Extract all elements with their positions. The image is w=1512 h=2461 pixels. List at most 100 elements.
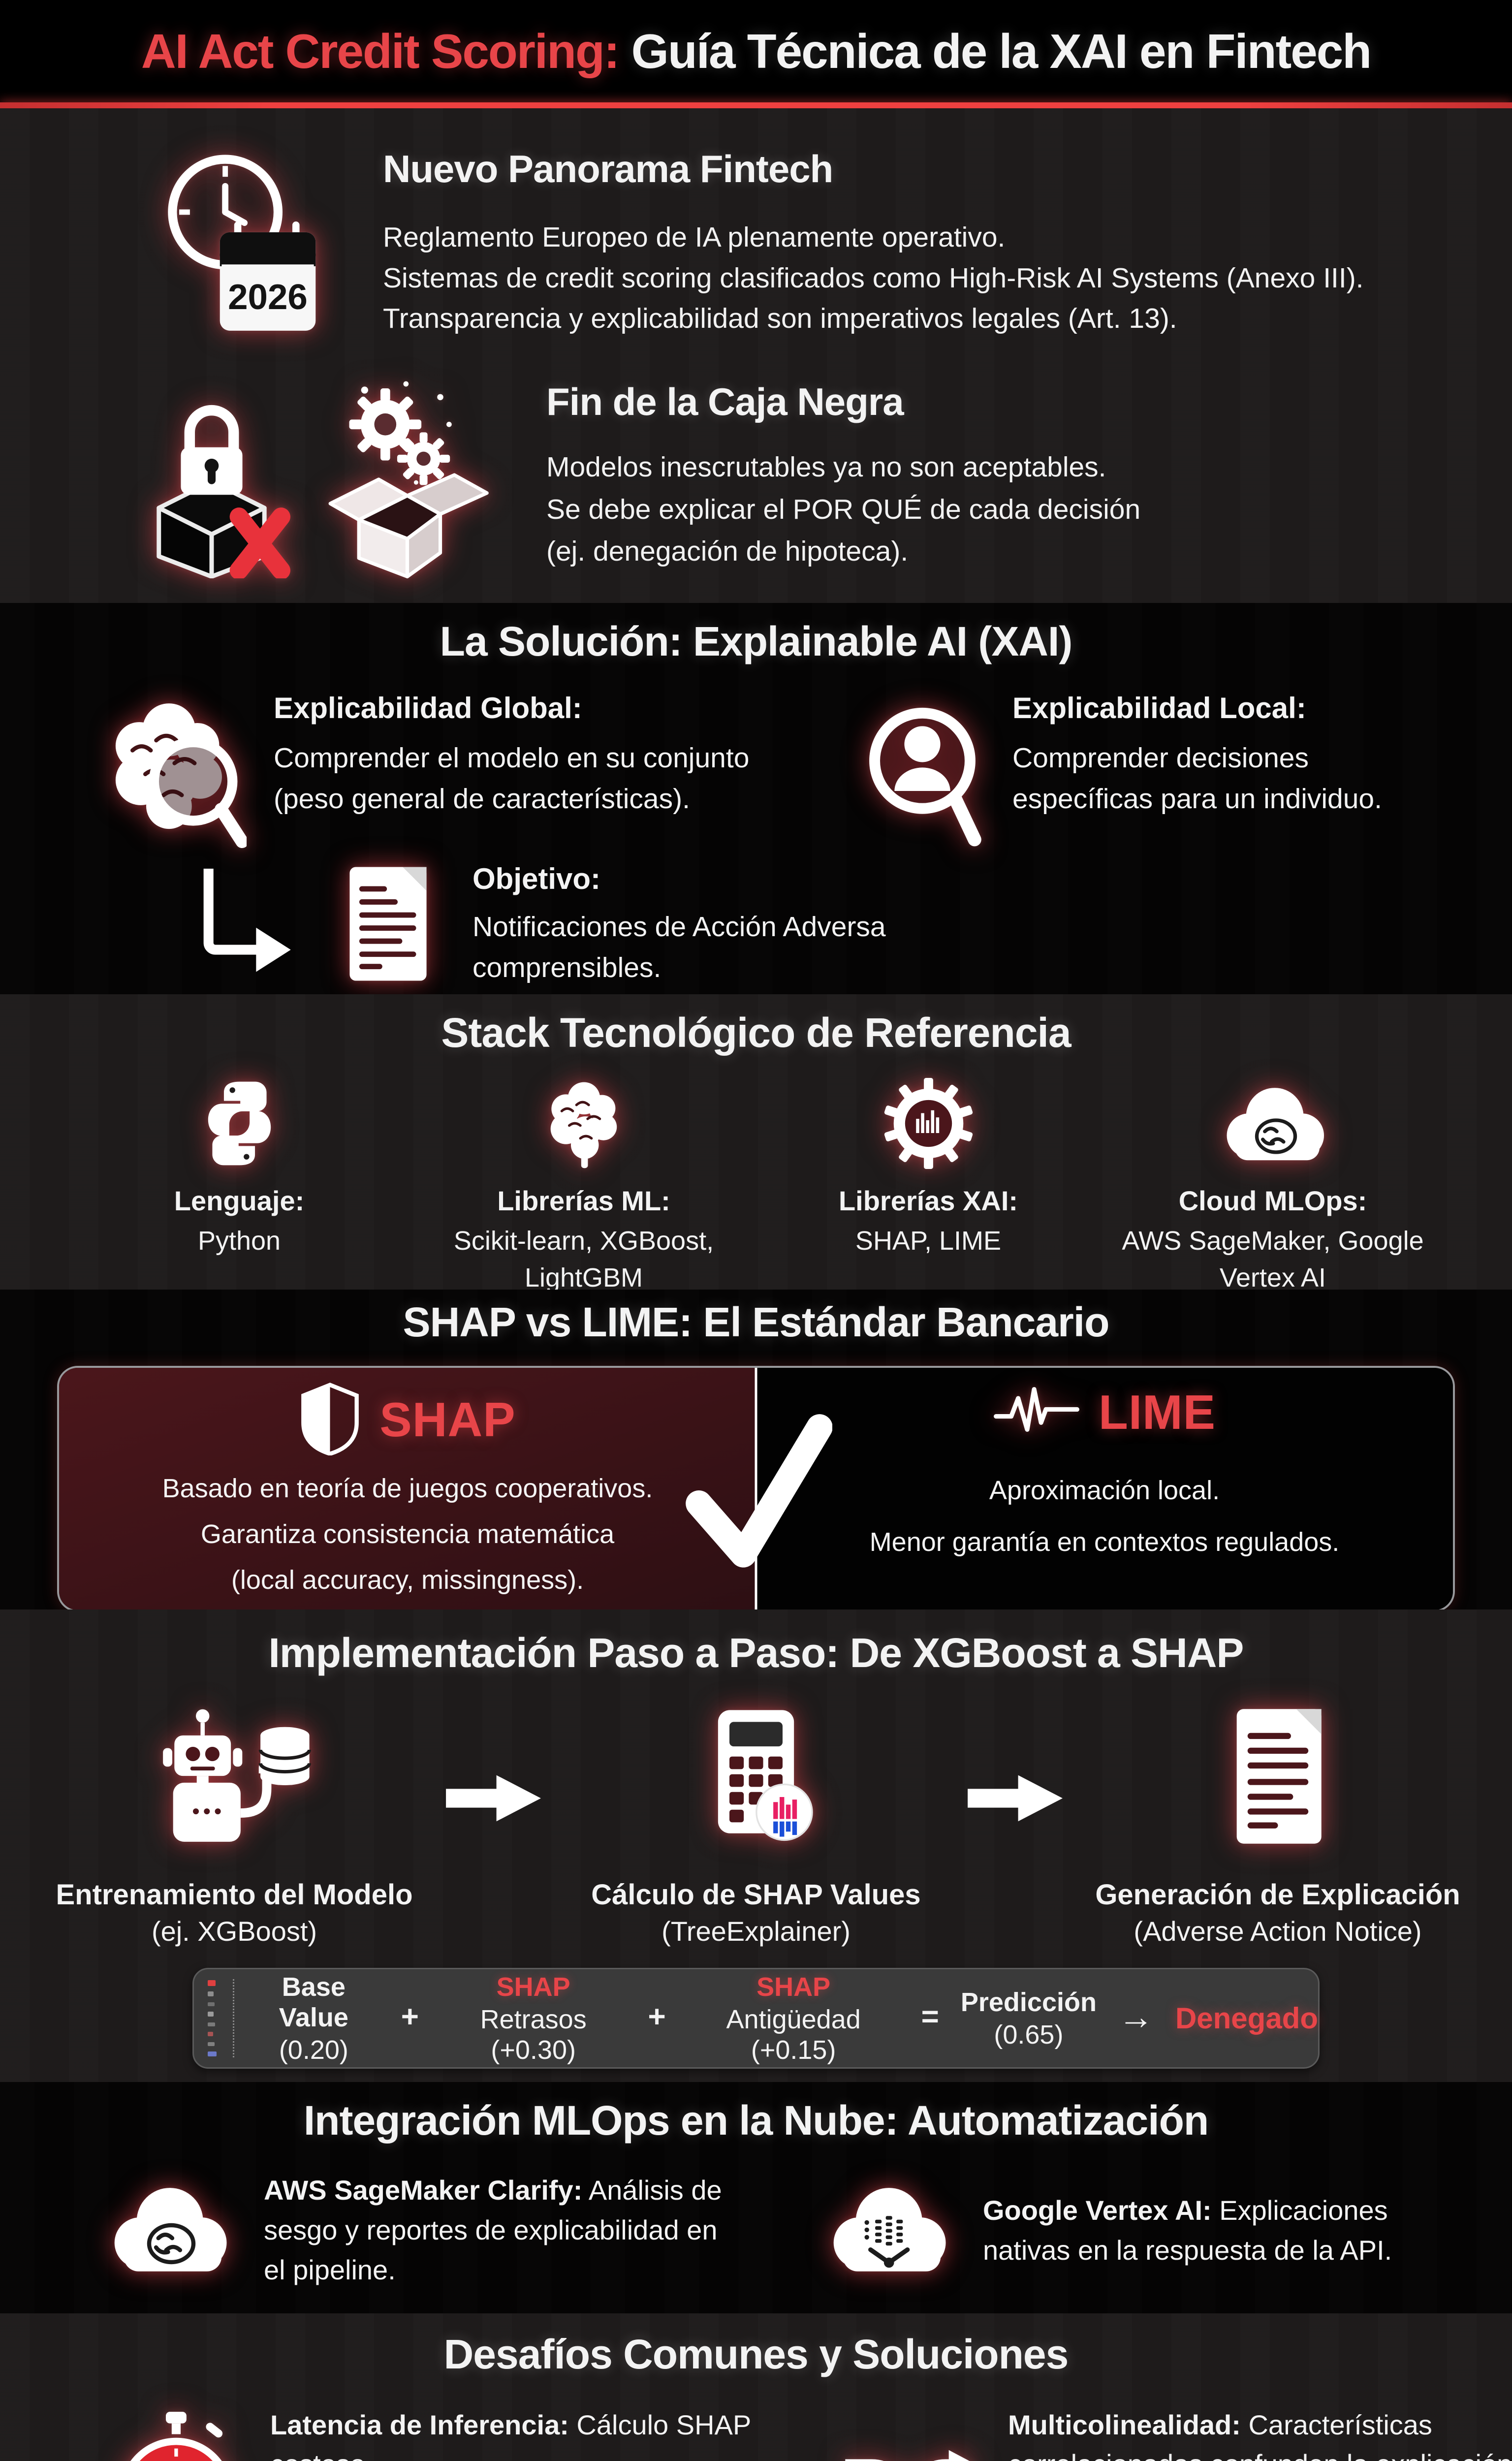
- formula-shap1: SHAP Retrasos (+0.30): [480, 1972, 587, 2065]
- arrow-right-icon: [446, 1764, 544, 1835]
- shap-lime-panel: SHAP Basado en teoría de juegos cooperat…: [57, 1366, 1455, 1609]
- section-mlops: Integración MLOps en la Nube: Automatiza…: [0, 2082, 1512, 2313]
- step-subtitle: (ej. XGBoost): [151, 1916, 317, 1947]
- mlops-heading: Integración MLOps en la Nube: Automatiza…: [303, 2097, 1209, 2144]
- shield-icon: [299, 1382, 361, 1458]
- stopwatch-icon: [111, 2405, 241, 2461]
- adverse-action-document-icon: [338, 862, 438, 988]
- local-title: Explicabilidad Local:: [1012, 692, 1306, 725]
- open-box-gears-icon: [313, 372, 502, 581]
- multicolinealidad-paragraph: Multicolinealidad: Características corre…: [1008, 2409, 1512, 2461]
- shap-panel: SHAP Basado en teoría de juegos cooperat…: [59, 1368, 756, 1609]
- step-title: Cálculo de SHAP Values: [591, 1879, 921, 1911]
- step-title: Generación de Explicación: [1095, 1879, 1460, 1911]
- vertex-text: Explicaciones nativas en la respuesta de…: [983, 2194, 1392, 2266]
- page-title: AI Act Credit Scoring: Guía Técnica de l…: [141, 24, 1372, 79]
- stack-item-python: Lenguaje: Python: [67, 1075, 411, 1290]
- step-calculo: Cálculo de SHAP Values (TreeExplainer): [544, 1703, 968, 1947]
- objetivo-line: Notificaciones de Acción Adversa: [472, 911, 886, 943]
- python-icon: [201, 1075, 278, 1174]
- page-title-rest: Guía Técnica de la XAI en Fintech: [631, 24, 1372, 78]
- objetivo-line: comprensibles.: [472, 951, 662, 983]
- local-line: específicas para un individuo.: [1012, 783, 1382, 815]
- panorama-line: Reglamento Europeo de IA plenamente oper…: [383, 221, 1006, 253]
- step-subtitle: (Adverse Action Notice): [1134, 1916, 1422, 1947]
- page-title-accent: AI Act Credit Scoring:: [141, 24, 631, 78]
- stack-item-value: SHAP, LIME: [855, 1226, 1002, 1256]
- plus-sign: +: [401, 2000, 419, 2034]
- shap-line: Ideal para auditorías.: [59, 1603, 756, 1609]
- formula-result: Denegado: [1175, 2002, 1318, 2035]
- header: AI Act Credit Scoring: Guía Técnica de l…: [0, 0, 1512, 102]
- shap-line: Garantiza consistencia matemática: [200, 1519, 615, 1549]
- implementacion-heading: Implementación Paso a Paso: De XGBoost a…: [268, 1630, 1244, 1676]
- step-generacion: Generación de Explicación (Adverse Actio…: [1066, 1703, 1489, 1947]
- red-divider-top: [0, 102, 1512, 108]
- stack-item-cloud: Cloud MLOps: AWS SageMaker, Google Verte…: [1101, 1075, 1445, 1290]
- formula-shap2: SHAP Antigüedad (+0.15): [726, 1972, 861, 2065]
- calendar-year-label: 2026: [228, 277, 308, 317]
- caja-negra-line: Modelos inescrutables ya no son aceptabl…: [546, 451, 1106, 483]
- global-line: (peso general de características).: [274, 783, 690, 815]
- objetivo-title: Objetivo:: [472, 862, 601, 895]
- section-solucion: La Solución: Explainable AI (XAI): [0, 603, 1512, 994]
- aws-label: AWS SageMaker Clarify:: [264, 2175, 583, 2206]
- section-shap-vs-lime: SHAP vs LIME: El Estándar Bancario SHAP …: [0, 1290, 1512, 1609]
- stack-item-label: Librerías XAI:: [838, 1185, 1018, 1216]
- panorama-line: Sistemas de credit scoring clasificados …: [383, 262, 1364, 294]
- aws-text: Análisis de sesgo y reportes de explicab…: [264, 2175, 722, 2286]
- equals-sign: =: [921, 2000, 939, 2034]
- vertex-label: Google Vertex AI:: [983, 2194, 1212, 2226]
- brain-icon: [538, 1075, 630, 1174]
- step-title: Entrenamiento del Modelo: [56, 1879, 413, 1911]
- stack-item-label: Cloud MLOps:: [1178, 1185, 1367, 1216]
- clock-calendar-icon: 2026: [162, 143, 324, 342]
- cloud-brain-icon: [96, 2174, 239, 2287]
- mlops-aws: AWS SageMaker Clarify: Análisis de sesgo…: [96, 2170, 736, 2290]
- shap-title: SHAP: [379, 1392, 516, 1447]
- step-entrenamiento: Entrenamiento del Modelo (ej. XGBoost): [23, 1703, 446, 1947]
- lime-title: LIME: [1098, 1385, 1216, 1439]
- caja-negra-heading: Fin de la Caja Negra: [546, 380, 904, 424]
- calculator-chart-icon: [691, 1703, 821, 1853]
- caja-negra-line: (ej. denegación de hipoteca).: [546, 536, 909, 568]
- brain-magnifier-icon: [96, 691, 249, 851]
- local-line: Comprender decisiones: [1012, 742, 1309, 774]
- locked-black-box-icon: [128, 372, 295, 581]
- checkmark-icon: [680, 1404, 833, 1588]
- shap-formula-bar: Base Value (0.20) + SHAP Retrasos (+0.30…: [192, 1968, 1320, 2069]
- caja-negra-line: Se debe explicar el POR QUÉ de cada deci…: [546, 493, 1141, 525]
- cloud-vertex-icon: [815, 2174, 958, 2287]
- panorama-line: Transparencia y explicabilidad son imper…: [383, 303, 1177, 335]
- desafio-latencia: Latencia de Inferencia: Cálculo SHAP cos…: [111, 2405, 772, 2461]
- arrow-glyph: →: [1118, 1997, 1154, 2037]
- latencia-paragraph: Latencia de Inferencia: Cálculo SHAP cos…: [270, 2409, 751, 2461]
- stack-item-value: AWS SageMaker, Google Vertex AI: [1122, 1226, 1424, 1290]
- desafio-multicolinealidad: Multicolinealidad: Características corre…: [839, 2405, 1512, 2461]
- cloud-brain-icon: [1211, 1075, 1335, 1174]
- formula-base: Base Value (0.20): [279, 1972, 348, 2065]
- stack-item-label: Librerías ML:: [497, 1185, 670, 1216]
- section-implementacion: Implementación Paso a Paso: De XGBoost a…: [0, 1609, 1512, 2082]
- robot-database-icon: [139, 1703, 329, 1853]
- section-stack: Stack Tecnológico de Referencia Len: [0, 994, 1512, 1290]
- gear-chart-icon: [881, 1075, 976, 1174]
- shap-line: (local accuracy, missingness).: [231, 1565, 584, 1595]
- solucion-heading: La Solución: Explainable AI (XAI): [440, 618, 1073, 664]
- explanation-document-icon: [1217, 1703, 1339, 1853]
- stack-item-value: Scikit-learn, XGBoost, LightGBM: [453, 1226, 714, 1290]
- panorama-heading: Nuevo Panorama Fintech: [383, 147, 833, 190]
- section-panorama: 2026 Nuevo Panorama Fintech Reglamento E…: [0, 108, 1512, 603]
- waveform-icon: [993, 1382, 1080, 1443]
- stack-item-ml: Librerías ML: Scikit-learn, XGBoost, Lig…: [411, 1075, 756, 1290]
- panel-divider: [755, 1368, 757, 1609]
- stack-item-value: Python: [197, 1226, 281, 1256]
- formula-prediccion: Predicción (0.65): [960, 1987, 1097, 2050]
- stack-item-label: Lenguaje:: [174, 1185, 305, 1216]
- step-subtitle: (TreeExplainer): [662, 1916, 850, 1947]
- lime-line: Menor garantía en contextos regulados.: [869, 1527, 1340, 1557]
- arrow-right-icon: [968, 1764, 1066, 1835]
- shuffle-icon: [839, 2432, 978, 2461]
- stack-item-xai: Librerías XAI: SHAP, LIME: [756, 1075, 1101, 1290]
